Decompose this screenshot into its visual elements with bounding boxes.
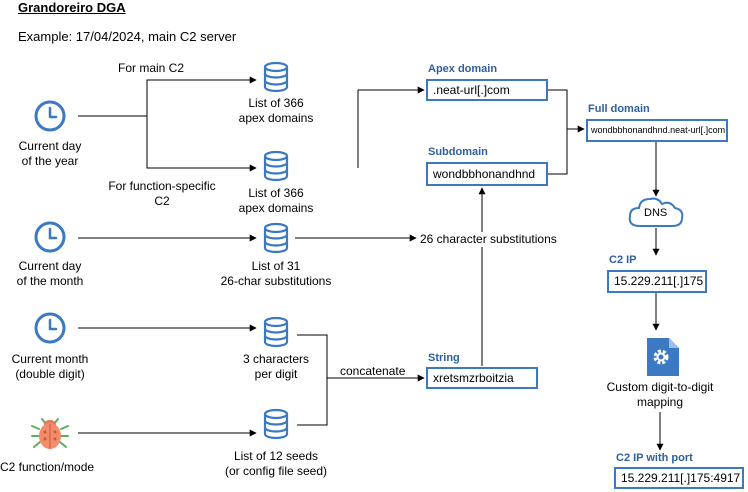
db-label-substitutions-line1: List of 31: [251, 259, 301, 273]
db-label-apex-function-line1: List of 366: [248, 186, 304, 200]
db-label-apex-function-line2: apex domains: [238, 201, 314, 215]
clock-icon-day-of-month: [34, 221, 66, 253]
db-label-apex-function: List of 366 apex domains: [216, 186, 336, 216]
edge-label-for-function: For function-specific C2: [100, 179, 224, 209]
page-title: Grandoreiro DGA: [18, 0, 126, 15]
db-label-chars-per-digit-line1: 3 characters: [242, 352, 310, 366]
db-label-seeds-line2: (or config file seed): [224, 464, 328, 478]
db-label-seeds-line1: List of 12 seeds: [233, 449, 319, 463]
database-icon-substitutions: [263, 222, 289, 254]
db-label-apex-main-line2: apex domains: [238, 111, 314, 125]
mapping-label-line1: Custom digit-to-digit: [606, 380, 714, 394]
c2-ip-box: 15.229.211[.]175: [607, 270, 707, 293]
edge-apex-to-full: [548, 89, 585, 133]
c2-ip-port-header: C2 IP with port: [616, 452, 693, 464]
c2-ip-header: C2 IP: [609, 254, 637, 266]
dns-cloud-icon: [628, 197, 684, 227]
input-function-mode-label: C2 function/mode: [0, 460, 95, 474]
database-icon-apex-main: [263, 61, 289, 93]
input-month-label: Current month (double digit): [5, 352, 95, 382]
string-box: xretsmzrboitzia: [426, 367, 538, 389]
database-icon-chars-per-digit: [263, 316, 289, 348]
edge-label-substitutions: 26 character substitutions: [420, 232, 557, 247]
edge-day-to-apex-main: [78, 76, 257, 117]
input-day-of-year-line1: Current day: [18, 139, 82, 153]
edge-day-to-apex-function: [146, 116, 257, 172]
edge-concat-bracket: [297, 334, 328, 426]
full-domain-box: wondbbhonandhnd.neat-url[.]com: [586, 119, 728, 142]
input-day-of-year-line2: of the year: [21, 154, 79, 168]
example-caption: Example: 17/04/2024, main C2 server: [18, 29, 237, 44]
input-day-of-month-label: Current day of the month: [10, 259, 90, 289]
mapping-label: Custom digit-to-digit mapping: [592, 380, 728, 410]
apex-domain-header: Apex domain: [428, 63, 498, 75]
db-label-chars-per-digit-line2: per digit: [254, 367, 298, 381]
edge-label-for-main: For main C2: [118, 61, 185, 75]
db-label-seeds: List of 12 seeds (or config file seed): [206, 449, 346, 479]
subdomain-box: wondbbhonandhnd: [426, 162, 548, 186]
dns-label: DNS: [644, 207, 668, 219]
database-icon-apex-function: [263, 150, 289, 182]
edge-label-for-function-line1: For function-specific: [108, 179, 216, 193]
input-day-of-month-line2: of the month: [16, 274, 84, 288]
db-label-apex-main-line1: List of 366: [248, 96, 304, 110]
input-month-line1: Current month: [11, 352, 89, 366]
clock-icon-month: [34, 312, 66, 344]
mapping-label-line2: mapping: [636, 395, 684, 409]
edge-label-for-function-line2: C2: [154, 194, 170, 208]
edge-subdomain-to-full: [548, 129, 568, 175]
db-label-substitutions-line2: 26-char substitutions: [220, 274, 332, 288]
clock-icon-day-of-year: [34, 100, 66, 132]
bug-icon: [31, 418, 69, 449]
edge-label-concatenate: concatenate: [340, 364, 406, 378]
db-label-substitutions: List of 31 26-char substitutions: [206, 259, 346, 289]
c2-ip-port-box: 15.229.211[.]175:4917: [614, 467, 744, 489]
string-header: String: [428, 352, 460, 364]
db-label-chars-per-digit: 3 characters per digit: [216, 352, 336, 382]
subdomain-header: Subdomain: [428, 146, 488, 158]
apex-domain-box: .neat-url[.]com: [426, 79, 548, 101]
input-month-line2: (double digit): [15, 367, 85, 381]
input-day-of-year-label: Current day of the year: [10, 139, 90, 169]
full-domain-header: Full domain: [588, 103, 650, 115]
database-icon-seeds: [263, 408, 289, 440]
db-label-apex-main: List of 366 apex domains: [216, 96, 336, 126]
input-day-of-month-line1: Current day: [18, 259, 82, 273]
document-gear-icon: [647, 338, 679, 376]
